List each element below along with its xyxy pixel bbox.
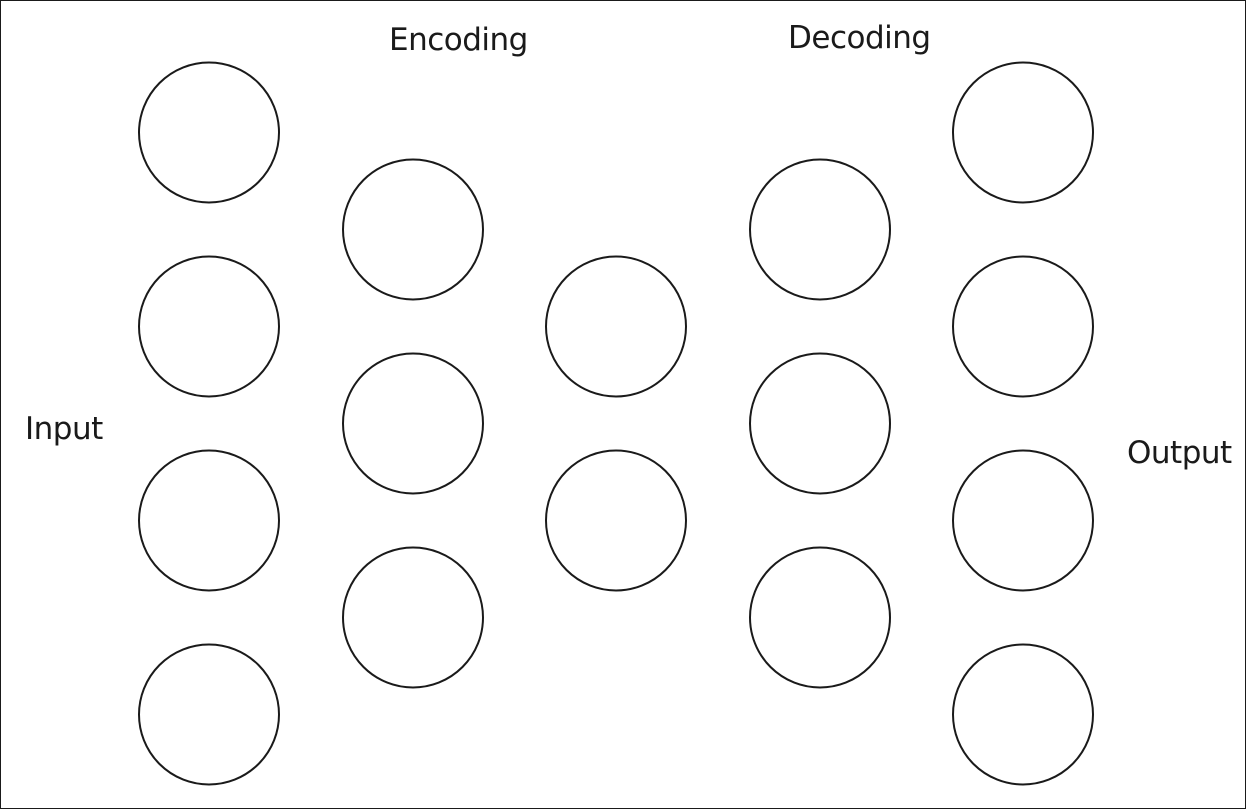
decoding-hidden-node <box>749 352 891 495</box>
layer-encoding-hidden <box>342 158 484 689</box>
input-node <box>138 61 280 204</box>
input-node <box>138 255 280 398</box>
input-node <box>138 643 280 786</box>
decoding-hidden-node <box>749 546 891 689</box>
layer-output <box>952 61 1094 786</box>
input-node <box>138 449 280 592</box>
encoding-hidden-node <box>342 158 484 301</box>
decoding-hidden-node <box>749 158 891 301</box>
output-node <box>952 255 1094 398</box>
decoding-label: Decoding <box>788 20 931 56</box>
layer-input <box>138 61 280 786</box>
output-label: Output <box>1127 435 1232 471</box>
output-node <box>952 449 1094 592</box>
encoding-hidden-node <box>342 546 484 689</box>
bottleneck-node <box>545 449 687 592</box>
encoding-hidden-node <box>342 352 484 495</box>
encoding-label: Encoding <box>389 22 528 58</box>
output-node <box>952 643 1094 786</box>
output-node <box>952 61 1094 204</box>
bottleneck-node <box>545 255 687 398</box>
layer-bottleneck <box>545 255 687 592</box>
layer-decoding-hidden <box>749 158 891 689</box>
input-label: Input <box>25 411 103 447</box>
